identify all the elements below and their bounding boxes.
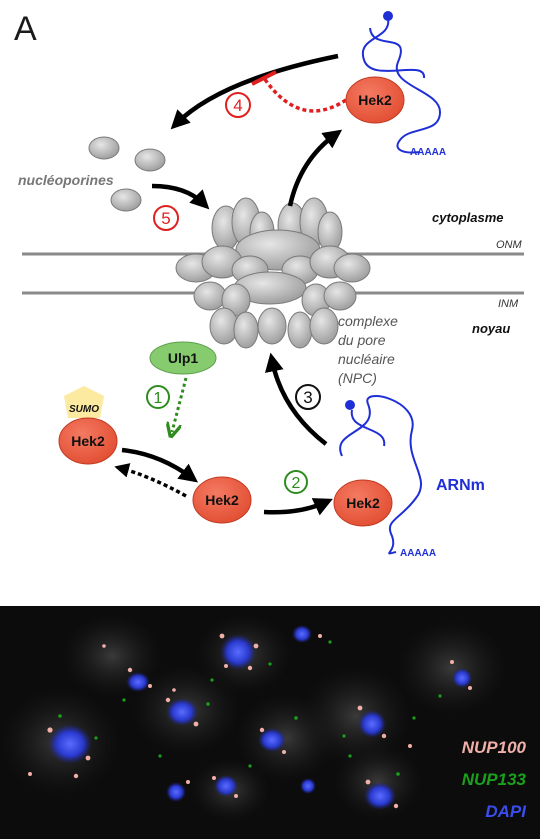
nup133-legend: NUP133 (461, 770, 526, 789)
fluorescence-micrograph (0, 606, 540, 839)
step-1-marker: 1 (146, 385, 170, 409)
noyau-label: noyau (472, 321, 510, 336)
svg-text:(NPC): (NPC) (338, 370, 377, 386)
svg-text:1: 1 (154, 390, 163, 407)
free-nucleoporins (88, 136, 166, 212)
step-2-marker: 2 (284, 470, 308, 494)
sumoylation-arrow (114, 463, 187, 498)
cytoplasmic-mrnp: Hek2 AAAAA (345, 11, 446, 158)
hek2-free-label: Hek2 (205, 492, 239, 508)
cytoplasme-label: cytoplasme (432, 210, 504, 225)
inm-label: INM (498, 298, 519, 310)
svg-text:4: 4 (233, 96, 242, 115)
export-arrow (287, 129, 343, 207)
ulp1-label: Ulp1 (168, 350, 199, 366)
polya-tail-bottom: AAAAA (400, 548, 436, 559)
nuclear-export-diagram: ONM INM cytoplasme noyau complexe du por… (18, 11, 524, 559)
hek2-inhibition (262, 77, 347, 113)
nuclear-mrnp: Hek2 AAAAA (333, 395, 436, 559)
arnm-label: ARNm (436, 477, 485, 494)
nup133-foci (58, 640, 442, 776)
inhibition-bar (251, 70, 277, 86)
sumo-tag (64, 386, 104, 418)
sumo-hek2: SUMO Hek2 (58, 386, 118, 465)
disassembly-arrow (170, 53, 339, 130)
svg-text:Hek2: Hek2 (346, 495, 380, 511)
nup100-legend: NUP100 (461, 738, 526, 757)
svg-text:SUMO: SUMO (69, 404, 99, 415)
nup100-foci (28, 633, 472, 809)
svg-text:5: 5 (161, 209, 170, 228)
mrna-cap-icon (383, 11, 393, 21)
hek2-free (192, 476, 252, 524)
svg-text:du pore: du pore (338, 332, 386, 348)
onm-label: ONM (496, 239, 523, 251)
desumoylation-arrow (172, 377, 188, 432)
hek2-cytoplasmic (345, 76, 405, 124)
step-4-marker: 4 (225, 92, 251, 118)
svg-text:3: 3 (303, 388, 312, 407)
panel-a-letter: A (14, 10, 37, 48)
docking-arrow (264, 352, 328, 446)
ulp1 (149, 341, 217, 375)
dapi-legend: DAPI (485, 802, 526, 821)
reassembly-arrow (151, 183, 210, 210)
npc-label: complexe du pore nucléaire (NPC) (338, 313, 398, 386)
polya-tail-top: AAAAA (410, 147, 446, 158)
nuclear-pore-complex (175, 197, 371, 349)
desumo-conversion-arrow (121, 447, 199, 483)
dapi-nuclei (48, 625, 472, 810)
svg-text:2: 2 (292, 475, 301, 492)
svg-text:Hek2: Hek2 (71, 433, 105, 449)
mrna-binding-arrow (263, 498, 333, 516)
svg-text:complexe: complexe (338, 313, 398, 329)
step-3-marker: 3 (295, 384, 321, 410)
svg-text:nucléaire: nucléaire (338, 351, 395, 367)
step-5-marker: 5 (153, 205, 179, 231)
hek2-mrna-bound (333, 479, 393, 527)
svg-text:Hek2: Hek2 (358, 92, 392, 108)
mrna-cap-icon (345, 400, 355, 410)
hek2-sumoylated (58, 417, 118, 465)
nucleoporines-label: nucléoporines (18, 172, 114, 188)
